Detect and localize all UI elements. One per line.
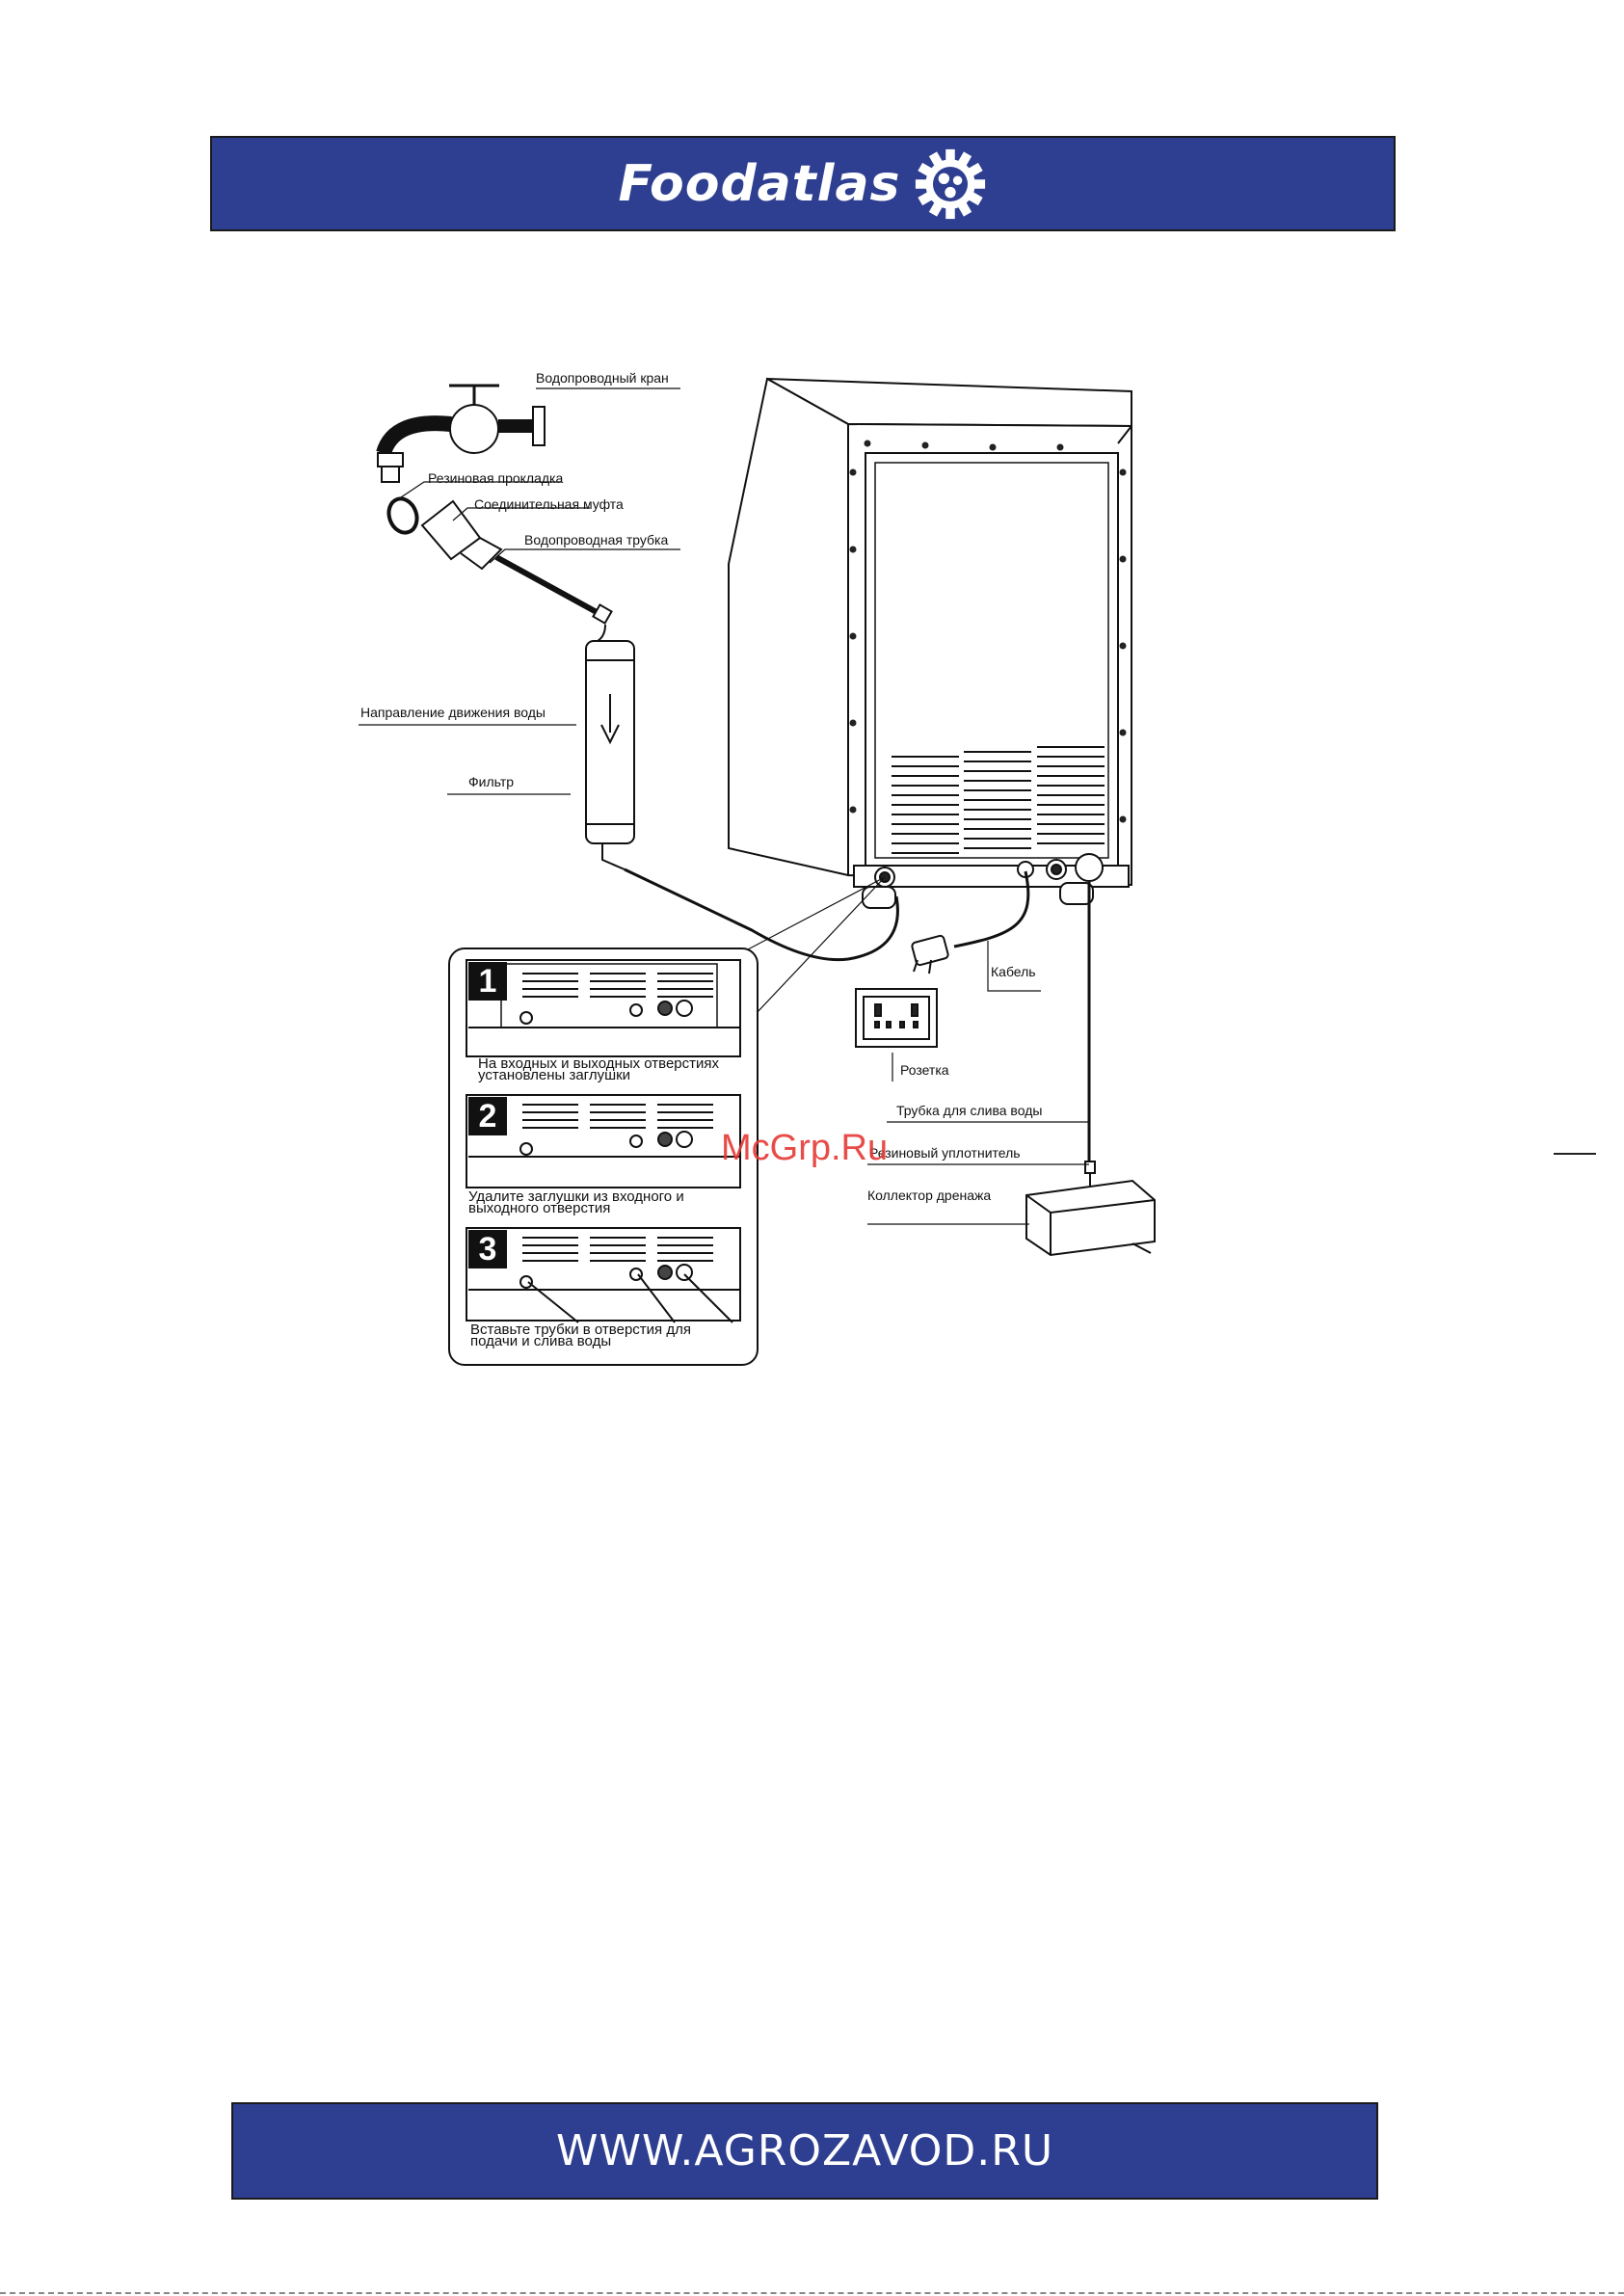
step-2-caption-line1: Удалите заглушки из входного и xyxy=(468,1188,684,1205)
watermark: McGrp.Ru xyxy=(721,1128,889,1168)
label-filter: Фильтр xyxy=(468,774,515,789)
footer-banner[interactable]: WWW.AGROZAVOD.RU xyxy=(231,2102,1378,2200)
step-3-caption-line2: подачи и слива воды xyxy=(470,1333,612,1349)
step-1-caption-line2: установлены заглушки xyxy=(478,1067,631,1083)
page-bottom-rule xyxy=(0,2292,1624,2294)
header-banner: Foodatlas xyxy=(210,136,1396,231)
margin-mark xyxy=(1554,1153,1596,1155)
step-1-caption-line1: На входных и выходных отверстиях xyxy=(478,1055,720,1072)
leader-lines xyxy=(359,387,1089,1225)
step-2-caption-line2: выходного отверстия xyxy=(468,1200,611,1216)
gear-logo-icon xyxy=(916,148,986,219)
label-drain-tube: Трубка для слива воды xyxy=(896,1103,1043,1118)
steps-inset-panel xyxy=(448,948,759,1366)
ice-machine-body xyxy=(728,377,1132,909)
label-coupling: Соединительная муфта xyxy=(474,496,624,512)
label-socket: Розетка xyxy=(900,1062,949,1078)
label-flow-direction: Направление движения воды xyxy=(360,705,546,720)
brand-logo-text: Foodatlas xyxy=(618,154,901,213)
label-pipe: Водопроводная трубка xyxy=(524,532,669,547)
step-1-number: 1 xyxy=(468,962,507,1001)
step-3-number: 3 xyxy=(468,1230,507,1268)
label-tap: Водопроводный кран xyxy=(536,370,669,386)
step-2-number: 2 xyxy=(468,1097,507,1135)
water-tap-drawing xyxy=(376,384,546,483)
filter-drawing xyxy=(585,624,899,962)
gasket-coupling-drawing xyxy=(386,496,613,625)
label-drain-collector: Коллектор дренажа xyxy=(867,1188,992,1203)
site-url-link[interactable]: WWW.AGROZAVOD.RU xyxy=(555,2126,1054,2176)
drain-collector-drawing xyxy=(1025,882,1156,1257)
power-cable-drawing xyxy=(911,870,1030,974)
step-3-caption-line1: Вставьте трубки в отверстия для xyxy=(470,1322,691,1338)
label-cable: Кабель xyxy=(991,964,1036,979)
socket-drawing xyxy=(855,988,938,1048)
label-rubber-seal: Резиновый уплотнитель xyxy=(869,1145,1021,1161)
label-gasket: Резиновая прокладка xyxy=(428,470,564,486)
